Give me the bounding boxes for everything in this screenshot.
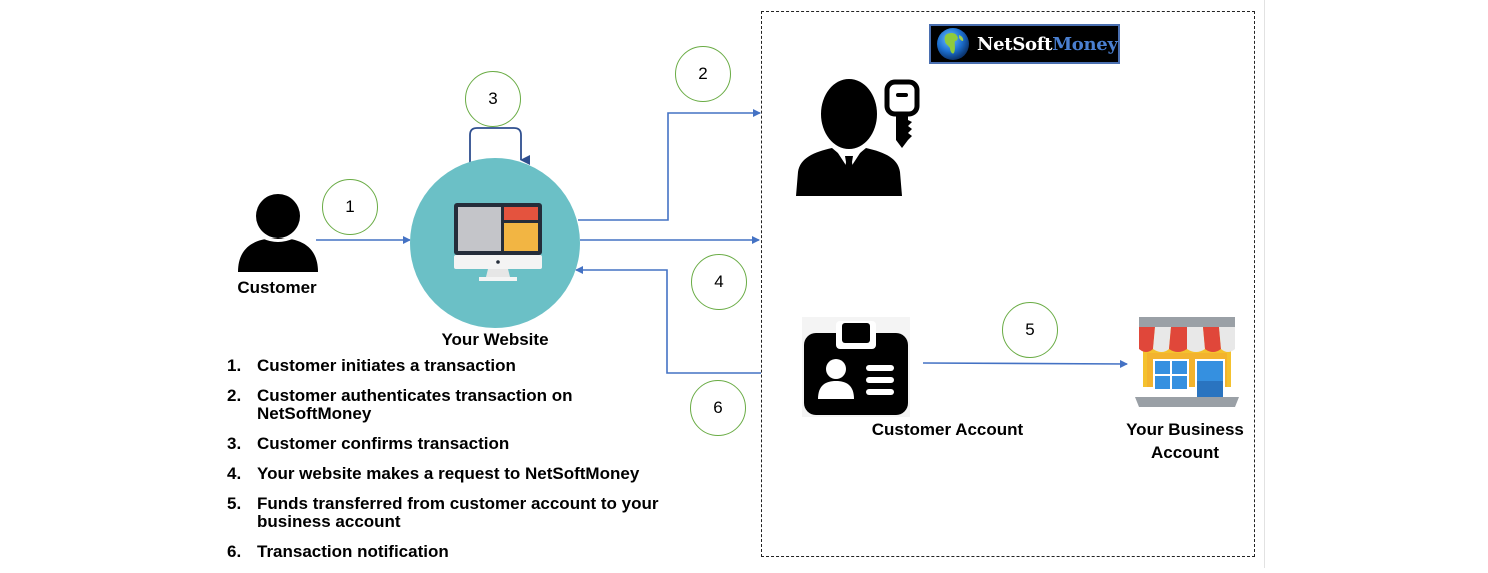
logo-text-netsoft: NetSoft — [977, 33, 1053, 55]
step-marker-1: 1 — [322, 179, 378, 235]
step-marker-3: 3 — [465, 71, 521, 127]
logo-text-money: Money — [1052, 33, 1118, 55]
customer-account-label: Customer Account — [871, 420, 1024, 439]
business-account-label-line2: Account — [1151, 443, 1219, 462]
arrow-step-5 — [922, 359, 1128, 368]
business-account-label: Your Business Account — [1110, 420, 1260, 463]
arrow-step-2 — [578, 109, 761, 221]
step-marker-4: 4 — [691, 254, 747, 310]
website-node — [410, 158, 580, 328]
step-text: Funds transferred from customer account … — [257, 494, 659, 531]
person-silhouette-icon — [238, 194, 318, 272]
desktop-monitor-icon — [454, 203, 542, 281]
storefront-icon — [1135, 317, 1239, 407]
website-label: Your Website — [441, 330, 549, 349]
netsoftmoney-logo: NetSoftMoney — [929, 24, 1120, 64]
customer-node — [230, 188, 326, 278]
step-number: 5. — [227, 494, 242, 513]
step-item: 3. Customer confirms transaction — [227, 435, 687, 453]
step-item: 5. Funds transferred from customer accou… — [227, 495, 667, 531]
authenticator-node — [792, 72, 927, 200]
step-item: 2. Customer authenticates transaction on… — [227, 387, 587, 423]
step-item: 6. Transaction notification — [227, 543, 687, 561]
arrow-step-3 — [469, 127, 530, 168]
step-marker-5: 5 — [1002, 302, 1058, 358]
globe-icon — [937, 28, 969, 60]
step-text: Your website makes a request to NetSoftM… — [257, 464, 640, 483]
page-divider — [1264, 0, 1265, 568]
arrow-step-6 — [575, 266, 761, 374]
customer-account-node — [802, 317, 910, 417]
business-account-node — [1133, 313, 1241, 411]
steps-list: 1. Customer initiates a transaction 2. C… — [227, 357, 687, 573]
step-marker-6: 6 — [690, 380, 746, 436]
id-badge-icon — [804, 321, 908, 415]
customer-label: Customer — [237, 278, 317, 297]
step-number: 2. — [227, 386, 242, 405]
step-text: Customer initiates a transaction — [257, 356, 516, 375]
step-number: 3. — [227, 434, 242, 453]
businessman-with-key-icon — [796, 79, 920, 196]
step-text: Transaction notification — [257, 542, 449, 561]
step-marker-2: 2 — [675, 46, 731, 102]
step-text: Customer confirms transaction — [257, 434, 510, 453]
step-number: 1. — [227, 356, 242, 375]
step-item: 1. Customer initiates a transaction — [227, 357, 687, 375]
business-account-label-line1: Your Business — [1126, 420, 1244, 439]
step-text: Customer authenticates transaction on Ne… — [257, 386, 573, 423]
netsoftmoney-boundary — [761, 11, 1255, 557]
step-number: 4. — [227, 464, 242, 483]
step-number: 6. — [227, 542, 242, 561]
step-item: 4. Your website makes a request to NetSo… — [227, 465, 687, 483]
